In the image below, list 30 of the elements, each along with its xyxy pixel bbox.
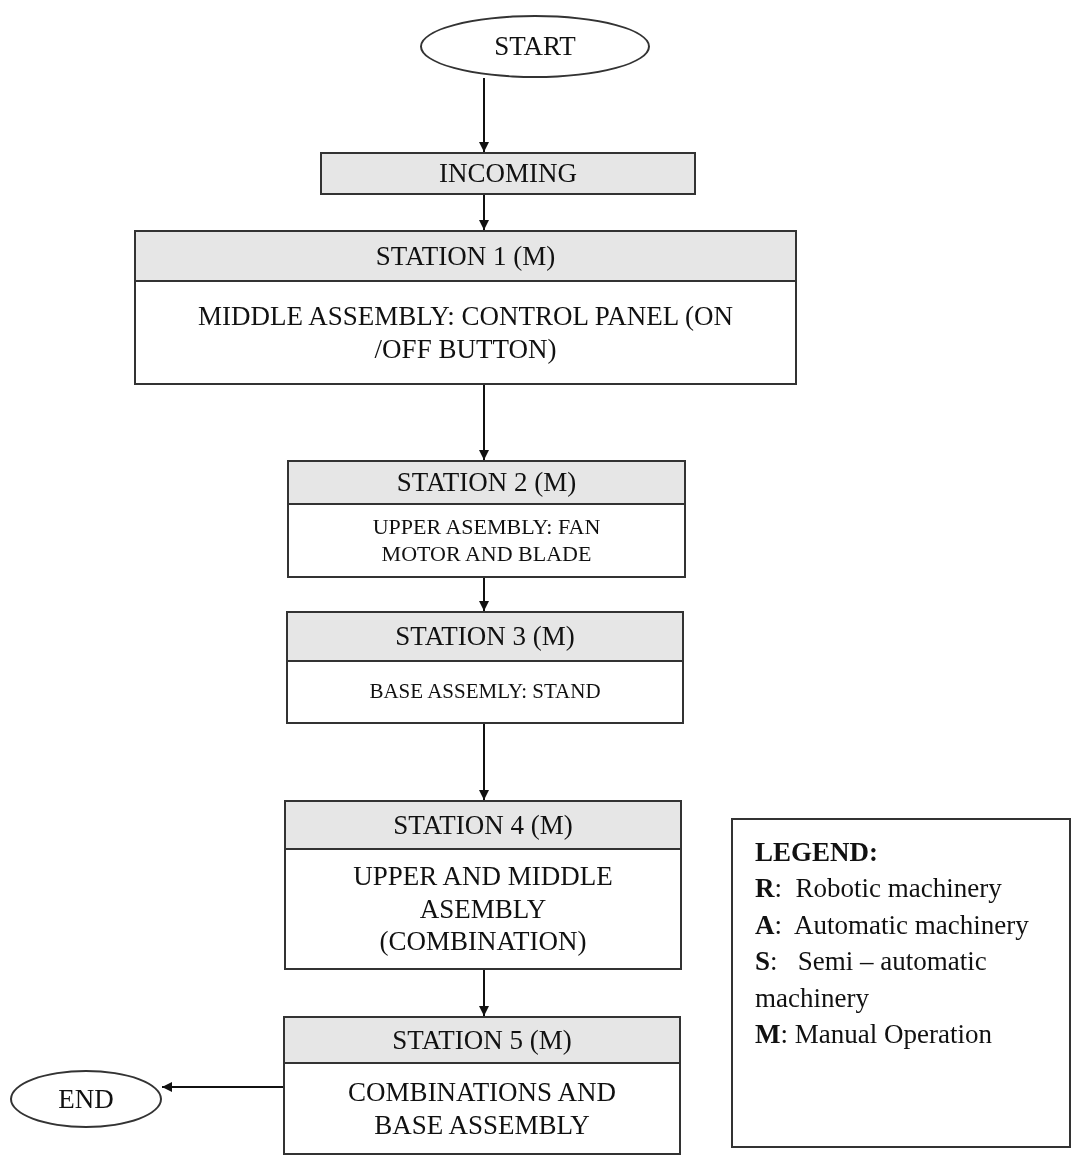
arrow <box>479 969 489 1017</box>
terminal-label: START <box>494 31 576 62</box>
station-title: STATION 3 (M) <box>288 613 682 662</box>
step-description: COMBINATIONS AND BASE ASSEMBLY <box>347 1076 617 1142</box>
station-title: STATION 1 (M) <box>136 232 795 282</box>
arrow <box>479 77 489 153</box>
process-box <box>286 611 684 724</box>
process-box <box>134 230 797 385</box>
arrow <box>479 384 489 461</box>
step-description: MIDDLE ASSEMBLY: CONTROL PANEL (ON /OFF BUTTON) <box>197 300 734 366</box>
legend-entry: R: Robotic machinery <box>755 872 1003 906</box>
station-title: INCOMING <box>322 154 694 193</box>
legend-entry: S: Semi – automatic machinery <box>755 945 988 1015</box>
process-box <box>287 460 686 578</box>
legend-entry: A: Automatic machinery <box>755 908 1030 942</box>
terminal-label: END <box>58 1083 114 1115</box>
station-title: STATION 5 (M) <box>285 1018 679 1064</box>
arrow <box>479 194 489 231</box>
step-description: BASE ASSEMLY: STAND <box>368 678 602 706</box>
arrow <box>479 577 489 612</box>
arrow <box>479 723 489 801</box>
step-description: UPPER AND MIDDLE ASEMBLY (COMBINATION) <box>352 860 614 959</box>
legend-entry: M: Manual Operation <box>755 1018 993 1052</box>
process-box <box>283 1016 681 1155</box>
station-title: STATION 4 (M) <box>286 802 680 850</box>
process-box <box>284 800 682 970</box>
station-title: STATION 2 (M) <box>289 462 684 505</box>
arrow <box>161 1082 284 1092</box>
step-description: UPPER ASEMBLY: FAN MOTOR AND BLADE <box>371 513 602 568</box>
legend-title: LEGEND: <box>755 836 880 869</box>
